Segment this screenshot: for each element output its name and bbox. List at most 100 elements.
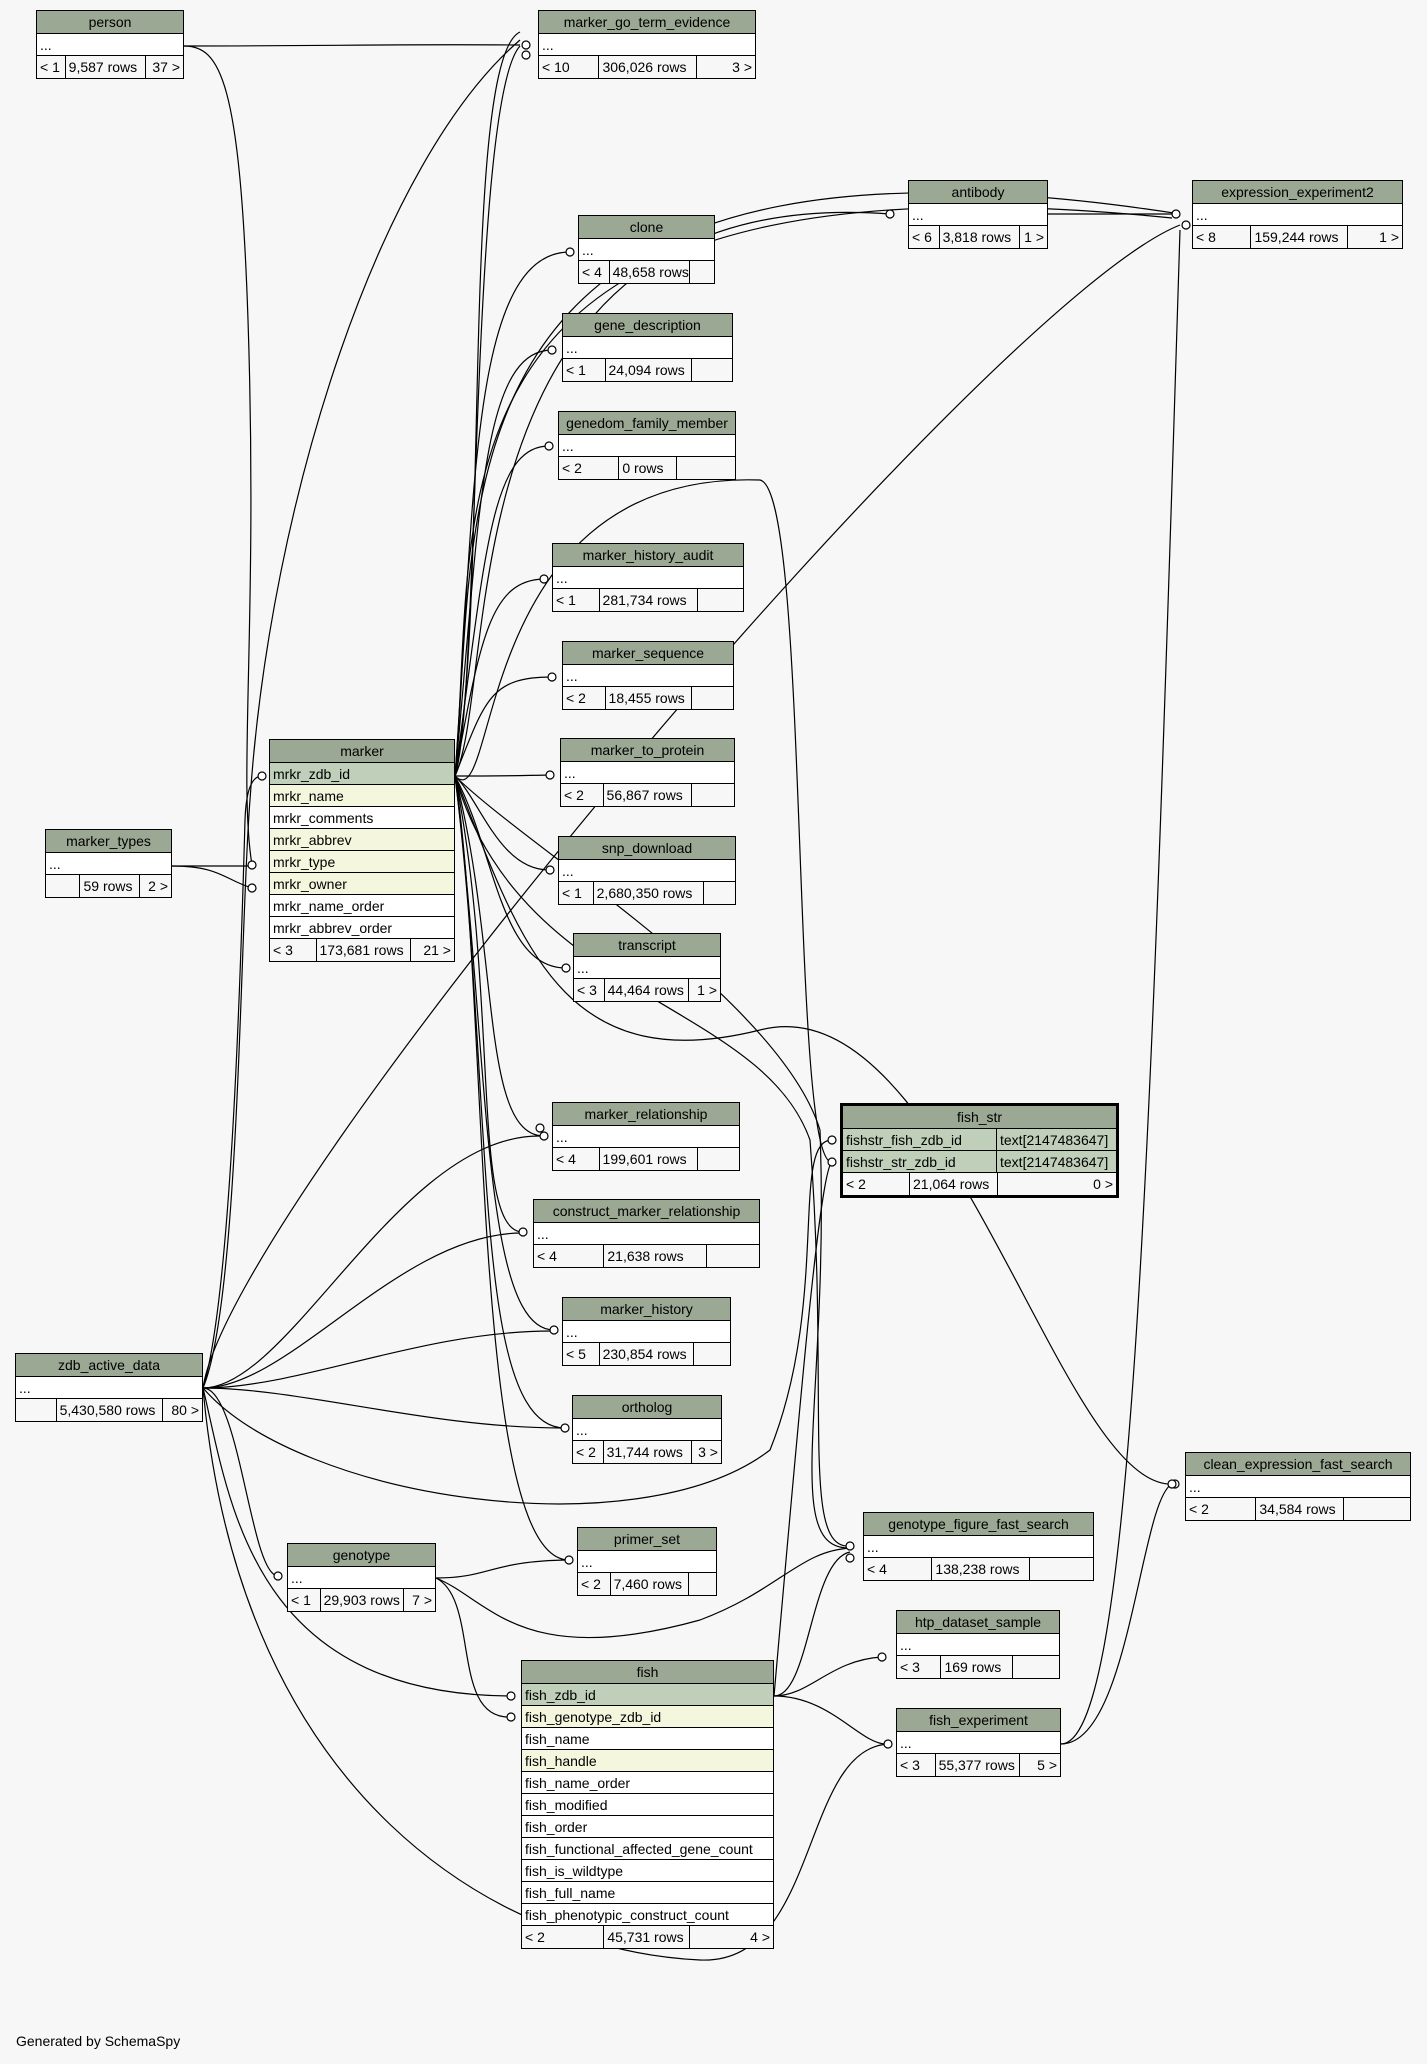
children-count[interactable]: 3 > [695,56,755,78]
children-count[interactable]: 1 > [1019,226,1047,248]
children-count[interactable] [688,1573,716,1595]
column-ellipsis[interactable]: ... [578,1551,716,1573]
children-count[interactable] [691,359,732,381]
children-count[interactable] [689,261,714,283]
children-count[interactable]: 5 > [1019,1754,1060,1776]
parents-count[interactable]: < 4 [582,264,602,280]
table-header[interactable]: genotype [288,1544,435,1567]
column-row[interactable]: mrkr_name [270,785,454,807]
parents-count[interactable]: < 2 [566,690,586,706]
column-row[interactable]: mrkr_type [270,851,454,873]
table-header[interactable]: transcript [574,934,720,957]
table-header[interactable]: clone [579,216,714,239]
table-header[interactable]: marker_go_term_evidence [539,11,755,34]
table-header[interactable]: marker_types [46,830,171,853]
parents-count[interactable]: < 2 [576,1444,596,1460]
column-ellipsis[interactable]: ... [574,957,720,979]
table-header[interactable]: clean_expression_fast_search [1186,1453,1410,1476]
table-header[interactable]: person [37,11,183,34]
column-row[interactable]: mrkr_abbrev_order [270,917,454,939]
column-ellipsis[interactable]: ... [37,34,183,56]
table-header[interactable]: construct_marker_relationship [534,1200,759,1223]
column-ellipsis[interactable]: ... [1186,1476,1410,1498]
table-header[interactable]: marker_relationship [553,1103,739,1126]
column-row[interactable]: fish_zdb_id [522,1684,773,1706]
table-header[interactable]: expression_experiment2 [1193,181,1402,204]
table-header[interactable]: gene_description [563,314,732,337]
column-row[interactable]: fish_phenotypic_construct_count [522,1904,773,1926]
column-ellipsis[interactable]: ... [563,665,733,687]
parents-count[interactable]: < 2 [846,1176,866,1192]
parents-count[interactable] [46,875,79,897]
parents-count[interactable]: < 2 [1189,1501,1209,1517]
table-header[interactable]: fish_experiment [897,1709,1060,1732]
column-row[interactable]: fish_genotype_zdb_id [522,1706,773,1728]
table-header[interactable]: fish [522,1661,773,1684]
table-header[interactable]: zdb_active_data [16,1354,202,1377]
column-row[interactable]: mrkr_name_order [270,895,454,917]
parents-count[interactable]: < 10 [542,59,570,75]
parents-count[interactable]: < 4 [537,1248,557,1264]
children-count[interactable]: 80 > [162,1399,202,1421]
table-header[interactable]: marker [270,740,454,763]
children-count[interactable]: 37 > [145,56,183,78]
children-count[interactable] [691,784,734,806]
parents-count[interactable]: < 4 [867,1561,887,1577]
column-ellipsis[interactable]: ... [897,1732,1060,1754]
children-count[interactable]: 1 > [688,979,720,1001]
parents-count[interactable]: < 1 [562,885,582,901]
column-ellipsis[interactable]: ... [553,1126,739,1148]
column-ellipsis[interactable]: ... [16,1377,202,1399]
column-ellipsis[interactable]: ... [909,204,1047,226]
table-header[interactable]: primer_set [578,1528,716,1551]
parents-count[interactable]: < 8 [1196,229,1216,245]
table-header[interactable]: genotype_figure_fast_search [864,1513,1093,1536]
children-count[interactable] [706,1245,759,1267]
parents-count[interactable]: < 3 [900,1659,920,1675]
table-header[interactable]: marker_history [563,1298,730,1321]
column-ellipsis[interactable]: ... [288,1567,435,1589]
parents-count[interactable]: < 1 [556,592,576,608]
column-ellipsis[interactable]: ... [573,1419,721,1441]
children-count[interactable]: 2 > [138,875,172,897]
column-row[interactable]: fish_functional_affected_gene_count [522,1838,773,1860]
column-ellipsis[interactable]: ... [1193,204,1402,226]
children-count[interactable]: 0 > [997,1173,1116,1195]
children-count[interactable] [1342,1498,1410,1520]
column-row[interactable]: mrkr_comments [270,807,454,829]
table-header[interactable]: genedom_family_member [559,412,735,435]
parents-count[interactable] [16,1399,56,1421]
parents-count[interactable]: < 1 [40,59,60,75]
children-count[interactable]: 7 > [403,1589,435,1611]
parents-count[interactable]: < 2 [525,1929,545,1945]
column-ellipsis[interactable]: ... [559,435,735,457]
column-row[interactable]: mrkr_zdb_id [270,763,454,785]
table-header[interactable]: ortholog [573,1396,721,1419]
column-row[interactable]: fish_handle [522,1750,773,1772]
children-count[interactable]: 3 > [691,1441,721,1463]
children-count[interactable] [697,589,743,611]
column-ellipsis[interactable]: ... [534,1223,759,1245]
table-header[interactable]: fish_str [843,1106,1116,1129]
